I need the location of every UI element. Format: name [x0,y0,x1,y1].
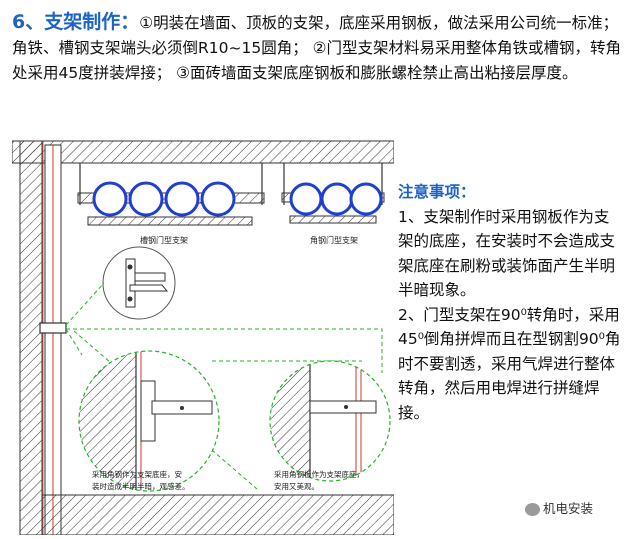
pipe-circle [92,181,128,217]
wall-bracket [39,322,67,334]
pipe-circle [200,181,236,217]
wechat-icon [525,503,540,516]
left-wall [19,140,43,536]
support-drawing: 槽钢门型支架 角钢门型支架 [11,133,395,536]
watermark-text: 机电安装 [543,501,594,516]
caption-right-line2: 安用又美观。 [274,481,319,491]
angle-label: 角钢门型支架 [310,235,358,245]
caption-left-line2: 装时造成半明半暗，观感差。 [92,481,190,491]
caption-right-line1: 采用角钢板作为支架底座， [274,469,364,479]
channel-label: 槽钢门型支架 [140,235,188,245]
watermark: 机电安装 [525,498,593,517]
note-2: 2、门型支架在90⁰转角时，采用45⁰倒角拼焊而且在型钢割90⁰角时不要割透，采… [398,305,621,422]
pipe-circle [289,182,323,216]
pipe-circle [349,182,383,216]
notes-title: 注意事项： [398,183,476,201]
angle-gate-support: 角钢门型支架 [281,163,385,245]
channel-gate-support: 槽钢门型支架 [77,163,265,245]
section-text: ①明装在墙面、顶板的支架，底座采用钢板，做法采用公司统一标准；角铁、槽钢支架端头… [12,14,622,82]
caption-left-line1: 采用角钢作为支架底座，安 [92,469,182,479]
pipe-circle [128,181,164,217]
detail-left [79,351,219,491]
ceiling-slab [11,140,395,164]
section-number: 6、支架制作： [12,11,140,33]
notes-panel: 注意事项： 1、支架制作时采用钢板作为支架的底座，在安装时不会造成支架底座在刷粉… [398,180,623,425]
bracket-detail-circle [102,246,176,320]
note-1: 1、支架制作时采用钢板作为支架的底座，在安装时不会造成支架底座在刷粉或装饰面产生… [398,207,616,300]
section-heading: 6、支架制作：①明装在墙面、顶板的支架，底座采用钢板，做法采用公司统一标准；角铁… [12,10,624,86]
pipe-circle [320,182,354,216]
pipe-circle [164,181,200,217]
